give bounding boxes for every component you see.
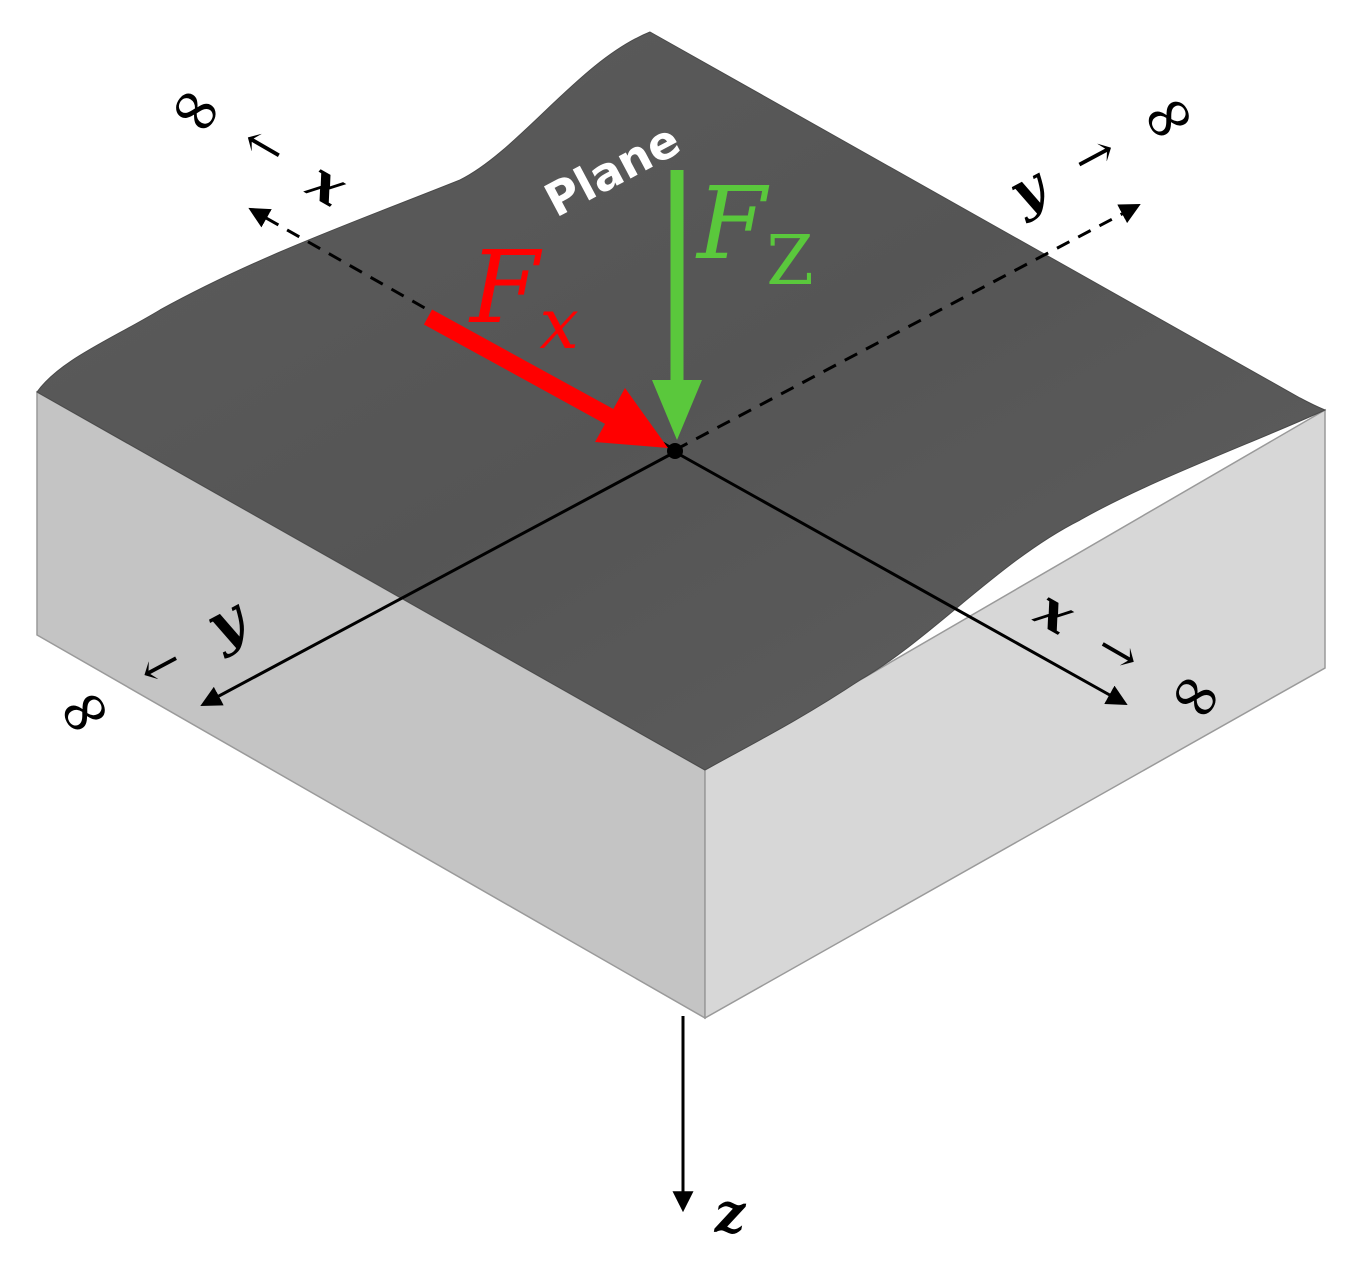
axis-y-dashed	[674, 204, 1141, 452]
axis-y-solid	[200, 450, 676, 706]
fx-label: Fx	[468, 229, 579, 365]
arrow-y-dashed: →	[1064, 122, 1126, 190]
fz-label-sub: Z	[766, 222, 813, 301]
fz-label-main: F	[695, 165, 770, 282]
fx-label-main: F	[468, 229, 543, 346]
fz-arrow-head	[652, 380, 702, 440]
infinity-x-dashed: ∞	[154, 61, 240, 155]
fx-arrow-head	[595, 388, 668, 448]
axis-y-dashed-label: y	[997, 152, 1059, 225]
fx-arrow-shaft	[423, 309, 617, 426]
right-face	[704, 408, 1326, 1020]
axis-x-solid	[674, 450, 1128, 706]
axis-x-dashed-label: x	[297, 147, 358, 219]
infinity-y-dashed: ∞	[1125, 69, 1210, 163]
origin-point	[667, 443, 683, 459]
arrow-x-dashed: ←	[233, 112, 296, 181]
fx-label-sub: x	[539, 283, 578, 365]
fz-label: FZ	[695, 165, 814, 301]
axis-z-label: z	[714, 1181, 747, 1245]
